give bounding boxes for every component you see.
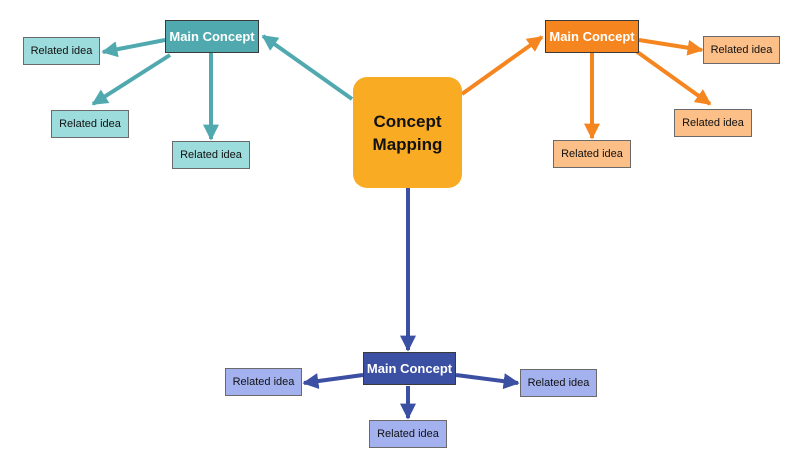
blue-main-concept-label: Main Concept [366, 361, 453, 376]
teal-related-idea-label-3: Related idea [180, 149, 242, 161]
orange-main-concept-node: Main Concept [545, 20, 639, 53]
edge-center-to-teal-main [261, 34, 354, 101]
blue-related-idea-label-1: Related idea [232, 376, 295, 388]
edge-teal-main-to-related-2 [91, 53, 172, 106]
teal-related-idea-label-2: Related idea [59, 118, 121, 130]
edge-blue-main-to-related-2 [455, 373, 520, 390]
orange-main-concept-label: Main Concept [549, 29, 635, 44]
orange-related-idea-node-3: Related idea [553, 140, 631, 168]
edge-orange-main-to-related-1 [638, 38, 704, 56]
teal-related-idea-label-1: Related idea [30, 45, 93, 57]
blue-related-idea-node-1: Related idea [225, 368, 302, 396]
teal-related-idea-node-2: Related idea [51, 110, 129, 138]
orange-related-idea-node-1: Related idea [703, 36, 780, 64]
edge-orange-main-to-related-2 [634, 49, 712, 106]
edge-blue-main-to-related-1 [302, 373, 364, 389]
blue-related-idea-label-3: Related idea [377, 428, 439, 440]
blue-main-concept-node: Main Concept [363, 352, 456, 385]
teal-main-concept-node: Main Concept [165, 20, 259, 53]
teal-related-idea-node-3: Related idea [172, 141, 250, 169]
orange-related-idea-label-2: Related idea [682, 117, 744, 129]
edge-center-to-orange-main [460, 35, 544, 96]
blue-related-idea-node-3: Related idea [369, 420, 447, 448]
blue-related-idea-node-2: Related idea [520, 369, 597, 397]
teal-main-concept-label: Main Concept [169, 29, 255, 44]
edge-teal-main-to-related-1 [101, 38, 166, 58]
blue-related-idea-label-2: Related idea [527, 377, 590, 389]
orange-related-idea-label-3: Related idea [561, 148, 623, 160]
teal-related-idea-node-1: Related idea [23, 37, 100, 65]
orange-related-idea-label-1: Related idea [710, 44, 773, 56]
orange-related-idea-node-2: Related idea [674, 109, 752, 137]
